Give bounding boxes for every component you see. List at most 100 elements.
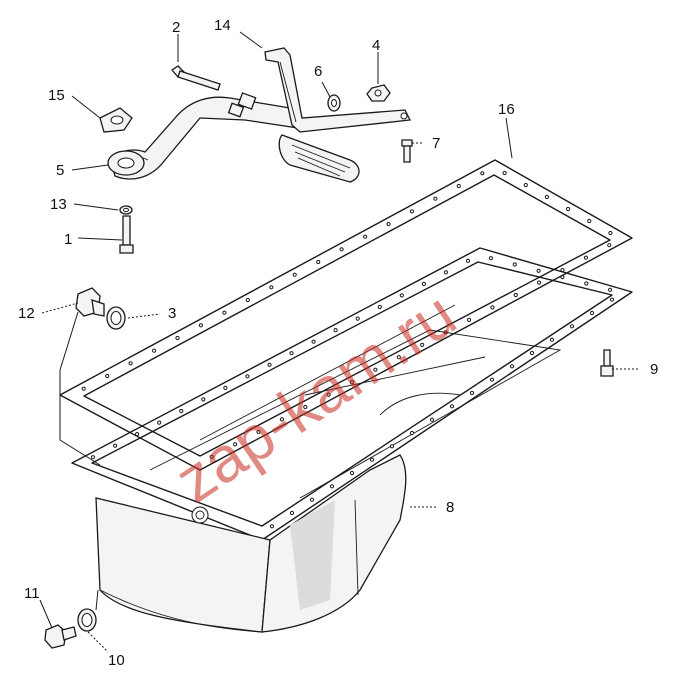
- bolt-hole: [489, 377, 495, 382]
- bolt-hole: [523, 182, 528, 188]
- bolt-hole: [537, 280, 542, 285]
- bolt-hole: [488, 256, 493, 261]
- bolt-hole: [490, 305, 495, 310]
- callout-10: 10: [108, 652, 125, 669]
- bolt-hole: [608, 230, 613, 236]
- bolt-hole: [369, 457, 375, 462]
- oil-pan-8: [71, 247, 633, 633]
- bolt-hole: [409, 209, 414, 214]
- bolt-hole: [363, 234, 368, 239]
- bolt-hole: [609, 297, 615, 302]
- bolt-hole: [267, 362, 272, 367]
- bolt-hole: [584, 281, 589, 286]
- bolt-hole: [566, 206, 571, 212]
- bolt-hole: [311, 339, 316, 344]
- bolt-hole: [198, 323, 203, 328]
- bolt-hole: [443, 270, 448, 275]
- callout-8: 8: [446, 499, 454, 516]
- bolt-hole: [549, 337, 555, 342]
- bolt-hole: [589, 310, 595, 316]
- bolt-hole: [309, 497, 315, 502]
- callout-12: 12: [18, 305, 35, 322]
- gasket-16: [59, 159, 633, 471]
- bolt-hole: [245, 297, 250, 303]
- bolt-hole: [465, 258, 471, 263]
- callout-2: 2: [172, 19, 180, 36]
- bolt-2: [171, 65, 221, 91]
- bolt-hole: [269, 524, 275, 529]
- washer-6: [327, 94, 341, 112]
- bolt-hole: [113, 443, 118, 448]
- bolt-hole: [569, 324, 575, 329]
- watermark: zap-kam.ru: [163, 278, 469, 517]
- bolt-hole: [303, 404, 308, 410]
- callout-4: 4: [372, 37, 380, 54]
- bolt-hole: [279, 417, 284, 422]
- bolt-hole: [339, 247, 344, 252]
- flange-gasket-15: [99, 107, 133, 133]
- drain-plug-11: [44, 624, 77, 649]
- bolt-hole: [209, 454, 214, 459]
- bolt-hole: [233, 442, 238, 447]
- bolt-hole: [152, 348, 157, 353]
- bolt-hole: [326, 392, 331, 397]
- seal-ring-10: [77, 608, 97, 632]
- bolt-hole: [349, 380, 355, 385]
- bolt-hole: [157, 420, 162, 425]
- callout-7: 7: [432, 135, 440, 152]
- bolt-hole: [135, 432, 140, 437]
- callout-11: 11: [24, 585, 40, 602]
- leader-lines: [39, 31, 640, 653]
- bolt-hole: [81, 386, 86, 391]
- callout-14: 14: [214, 17, 231, 34]
- bolt-hole: [608, 287, 613, 292]
- bolt-hole: [466, 317, 472, 322]
- callouts: 2 14 4 6 16 15 5 13 1 7 12 3 9 8 11 10: [18, 17, 658, 669]
- bolt-9: [600, 349, 614, 377]
- bolt-hole: [201, 397, 206, 402]
- bolt-hole: [292, 272, 297, 277]
- bolt-hole: [128, 361, 133, 366]
- callout-5: 5: [56, 162, 64, 179]
- plug-12: [75, 287, 105, 317]
- bolt-hole: [329, 484, 335, 489]
- bolt-hole: [222, 310, 227, 315]
- bolt-hole: [469, 390, 475, 396]
- callout-13: 13: [50, 196, 67, 213]
- bolt-hole: [396, 355, 401, 360]
- bolt-7: [401, 139, 413, 163]
- bolt-hole: [269, 285, 274, 290]
- bolt-hole: [373, 367, 378, 372]
- bolt-hole: [512, 262, 517, 267]
- bolt-hole: [399, 293, 404, 298]
- bolt-hole: [409, 430, 415, 436]
- bolt-hole: [583, 255, 589, 260]
- bolt-hole: [449, 404, 455, 409]
- bolt-hole: [179, 408, 184, 414]
- bolt-hole: [587, 218, 592, 224]
- bolt-hole: [355, 316, 360, 321]
- bracket-14: [264, 47, 411, 133]
- washer-13: [119, 205, 133, 215]
- bolt-hole: [420, 342, 425, 347]
- bolt-hole: [536, 268, 541, 273]
- bolt-hole: [386, 221, 391, 227]
- bolt-hole: [502, 170, 507, 176]
- bolt-hole: [90, 455, 96, 460]
- bolt-hole: [429, 417, 435, 422]
- bolt-hole: [529, 350, 535, 356]
- bolt-1: [119, 215, 134, 254]
- seal-ring-3: [106, 306, 126, 330]
- callout-15: 15: [48, 87, 65, 104]
- bolt-hole: [377, 304, 382, 310]
- callout-6: 6: [314, 63, 322, 80]
- bolt-hole: [509, 364, 515, 369]
- bolt-hole: [289, 510, 295, 516]
- bolt-hole: [560, 275, 565, 280]
- bolt-hole: [316, 259, 321, 265]
- bolt-hole: [607, 243, 612, 248]
- callout-16: 16: [498, 101, 515, 118]
- bolt-hole: [349, 470, 355, 476]
